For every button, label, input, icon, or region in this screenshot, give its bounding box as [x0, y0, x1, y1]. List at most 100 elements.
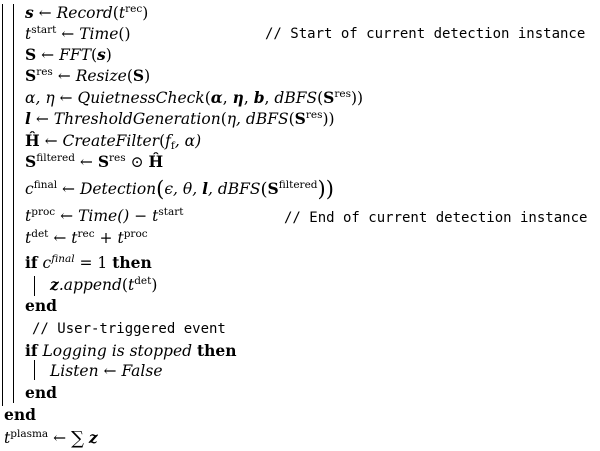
- sup-det: det: [134, 275, 152, 287]
- sup-res: res: [305, 109, 323, 121]
- algo-line-8: Sfiltered ← Sres ⊙ Ĥ: [25, 151, 163, 172]
- paren: ): [142, 4, 149, 22]
- var-alpha-bold: α: [210, 88, 223, 107]
- algo-line-3: S ← FFT(s): [25, 44, 112, 65]
- fn-detection: Detection: [79, 180, 157, 198]
- paren: ): [144, 67, 151, 85]
- algo-line-20: tplasma ← ∑ z: [4, 427, 98, 449]
- sup-start: start: [158, 206, 184, 218]
- var-l: l: [25, 109, 31, 128]
- fn-append: .append: [58, 276, 122, 294]
- var-t: t: [118, 4, 126, 22]
- paren: (: [90, 46, 97, 64]
- algo-line-5: α, η ← QuietnessCheck(α, η, b, dBFS(Sres…: [25, 87, 363, 108]
- odot-operator: ⊙: [130, 153, 144, 171]
- args: , dBFS: [207, 180, 261, 198]
- paren: )): [350, 89, 364, 107]
- sup-filtered: filtered: [36, 152, 75, 164]
- if-block-rule: [34, 276, 35, 296]
- keyword-then: then: [197, 341, 237, 360]
- sup-filtered: filtered: [278, 179, 318, 191]
- algo-line-14: end: [25, 295, 57, 316]
- paren: (: [288, 110, 295, 128]
- algo-line-19: end: [4, 404, 36, 425]
- var-t: t: [25, 229, 32, 247]
- arrow: ←: [53, 429, 67, 447]
- algo-line-12: if cfinal = 1 then: [25, 252, 152, 273]
- fn-time: Time: [79, 25, 119, 43]
- algo-line-6: l ← ThresholdGeneration(η, dBFS(Sres)): [25, 108, 335, 129]
- comment-user-triggered: // User-triggered event: [32, 321, 226, 337]
- args: () − t: [117, 207, 159, 225]
- arrow: ←: [59, 89, 73, 107]
- algo-line-17: Listen ← False: [50, 361, 163, 382]
- var-c: c: [42, 254, 52, 272]
- var-listen: Listen: [50, 362, 99, 380]
- var-t: t: [25, 207, 32, 225]
- var-S: S: [25, 45, 37, 64]
- fn-resize: Resize: [75, 67, 127, 85]
- sum-symbol: ∑: [71, 428, 84, 449]
- arrow: ←: [35, 110, 49, 128]
- comment-start: // Start of current detection instance: [265, 26, 586, 42]
- arrow: ←: [38, 4, 52, 22]
- fn-quietness-check: QuietnessCheck: [77, 89, 205, 107]
- fn-record: Record: [56, 4, 113, 22]
- var-z: z: [88, 428, 98, 447]
- keyword-if: if: [25, 341, 38, 360]
- sup-res: res: [36, 66, 53, 78]
- keyword-end: end: [4, 405, 36, 424]
- keyword-then: then: [112, 253, 152, 272]
- var-S: S: [323, 88, 335, 107]
- paren: (: [159, 132, 166, 150]
- arrow: ←: [57, 67, 71, 85]
- algo-line-16: if Logging is stopped then: [25, 340, 237, 361]
- algo-line-13: z.append(tdet): [50, 274, 157, 295]
- fn-fft: FFT: [59, 46, 91, 64]
- fn-time: Time: [78, 207, 118, 225]
- arrow: ←: [53, 229, 67, 247]
- sub-f: f: [170, 140, 175, 152]
- keyword-end: end: [25, 383, 57, 402]
- var-S: S: [25, 152, 37, 171]
- var-eta-bold: η: [232, 88, 244, 107]
- comma: ,: [243, 89, 254, 107]
- paren: ): [105, 46, 112, 64]
- algo-line-4: Sres ← Resize(S): [25, 65, 150, 86]
- arrow: ←: [103, 362, 117, 380]
- paren: (: [317, 89, 324, 107]
- fn-dbfs: dBFS: [274, 89, 318, 107]
- plus-t: + t: [94, 229, 124, 247]
- var-c: c: [25, 180, 34, 198]
- algo-line-10: tproc ← Time() − tstart: [25, 206, 184, 227]
- paren: (: [121, 276, 128, 294]
- paren: (: [220, 110, 227, 128]
- var-S: S: [294, 109, 306, 128]
- sup-final: final: [33, 179, 58, 191]
- comment-end: // End of current detection instance: [284, 210, 588, 226]
- sup-plasma: plasma: [10, 428, 49, 440]
- equals-one: = 1: [74, 254, 113, 272]
- arrow: ←: [60, 207, 74, 225]
- comma: ,: [264, 89, 275, 107]
- sup-rec: rec: [77, 228, 95, 240]
- algo-line-2: tstart ← Time(): [25, 24, 131, 45]
- algo-line-7: Ĥ ← CreateFilter(ff, α): [25, 130, 201, 151]
- args: (): [118, 25, 131, 43]
- sup-det: det: [31, 228, 49, 240]
- if-block-rule-2: [34, 360, 35, 380]
- var-s: s: [97, 45, 106, 64]
- paren: )): [317, 177, 334, 201]
- args: η, dBFS: [226, 110, 289, 128]
- paren: (: [112, 4, 119, 22]
- var-b: b: [253, 88, 265, 107]
- comma: ,: [222, 89, 233, 107]
- sup-res: res: [109, 152, 126, 164]
- paren: (: [260, 179, 268, 200]
- value-false: False: [121, 362, 163, 380]
- var-S: S: [25, 66, 37, 85]
- inner-loop-rule: [13, 4, 14, 403]
- args: ϵ, θ,: [164, 180, 203, 198]
- var-alpha-eta: α, η: [25, 89, 55, 107]
- var-t: t: [71, 229, 78, 247]
